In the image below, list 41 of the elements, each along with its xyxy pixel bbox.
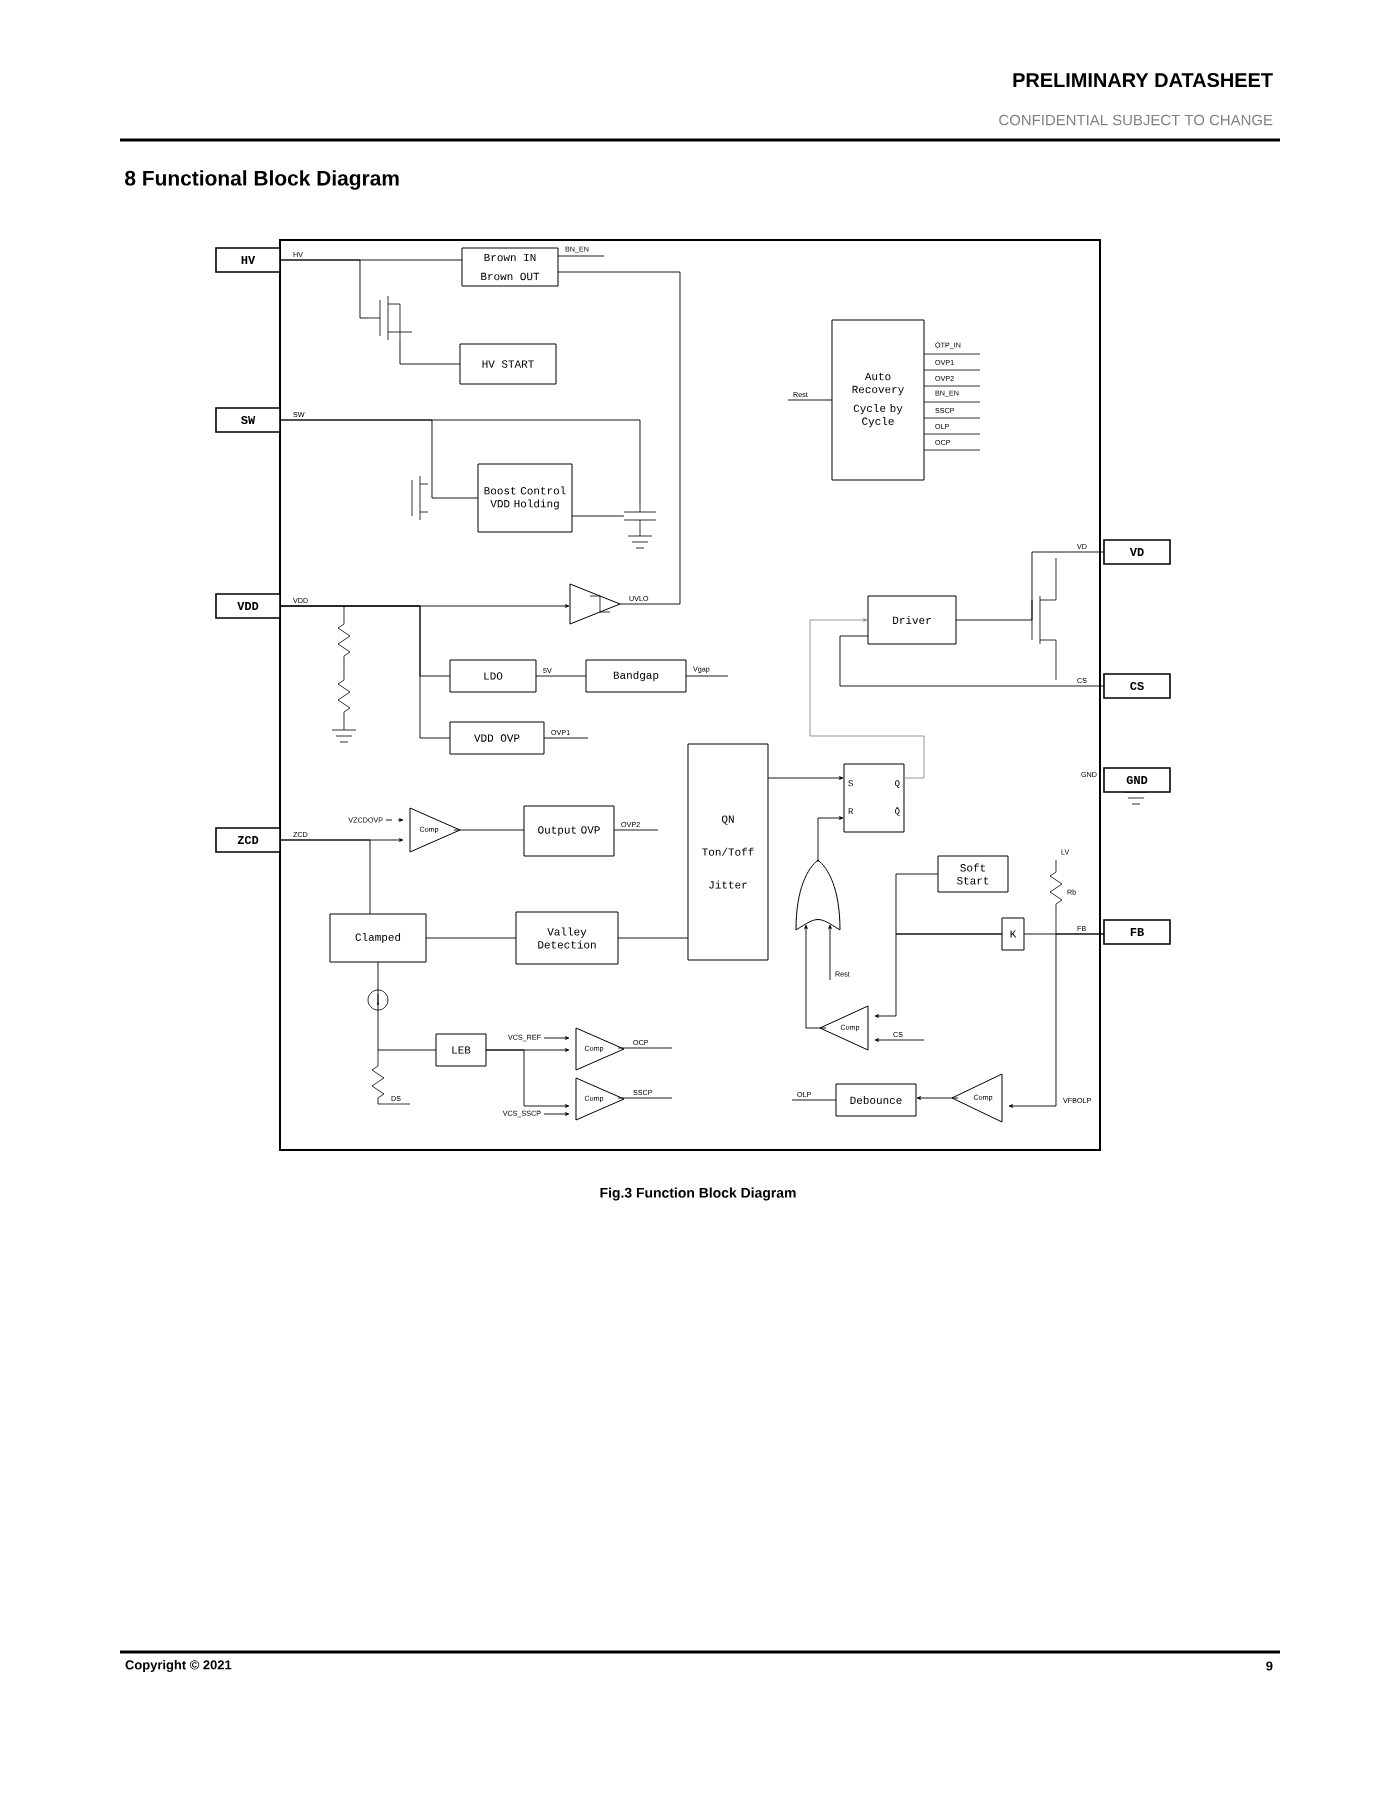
connector [425,937,517,939]
connector [1008,933,1105,1108]
section-heading: 8 Functional Block Diagram [125,170,399,190]
connector [955,551,1105,621]
connector [617,1047,673,1049]
connector [453,829,525,831]
connector [535,675,587,677]
connector [543,1112,570,1116]
connector [617,937,689,939]
connector [571,515,625,517]
connector [839,635,1105,687]
connector [557,255,605,257]
or-gate [795,859,841,931]
connector [279,419,641,505]
connector [543,737,589,739]
connector [874,933,1003,1018]
connector [279,839,371,915]
connector [809,618,925,779]
connector [828,924,832,981]
connector [791,1099,837,1101]
connector [385,818,404,822]
connector [787,399,833,401]
connector [874,1038,925,1042]
connector [617,1097,673,1099]
connector [399,339,461,365]
connector [916,1096,959,1100]
capacitor-drawing [623,503,657,549]
connector [377,961,437,1051]
header-title: PRELIMINARY DATASHEET [1011,72,1274,88]
connector [613,829,659,831]
comparator [569,583,621,625]
connector [685,675,729,677]
connector [279,605,451,739]
connector [767,776,844,780]
connector [485,1049,570,1108]
transistor-drawing [367,295,413,341]
connector [279,259,369,319]
connector [804,924,827,1029]
connector [817,816,844,863]
connector [543,1036,570,1040]
connector [557,271,681,605]
